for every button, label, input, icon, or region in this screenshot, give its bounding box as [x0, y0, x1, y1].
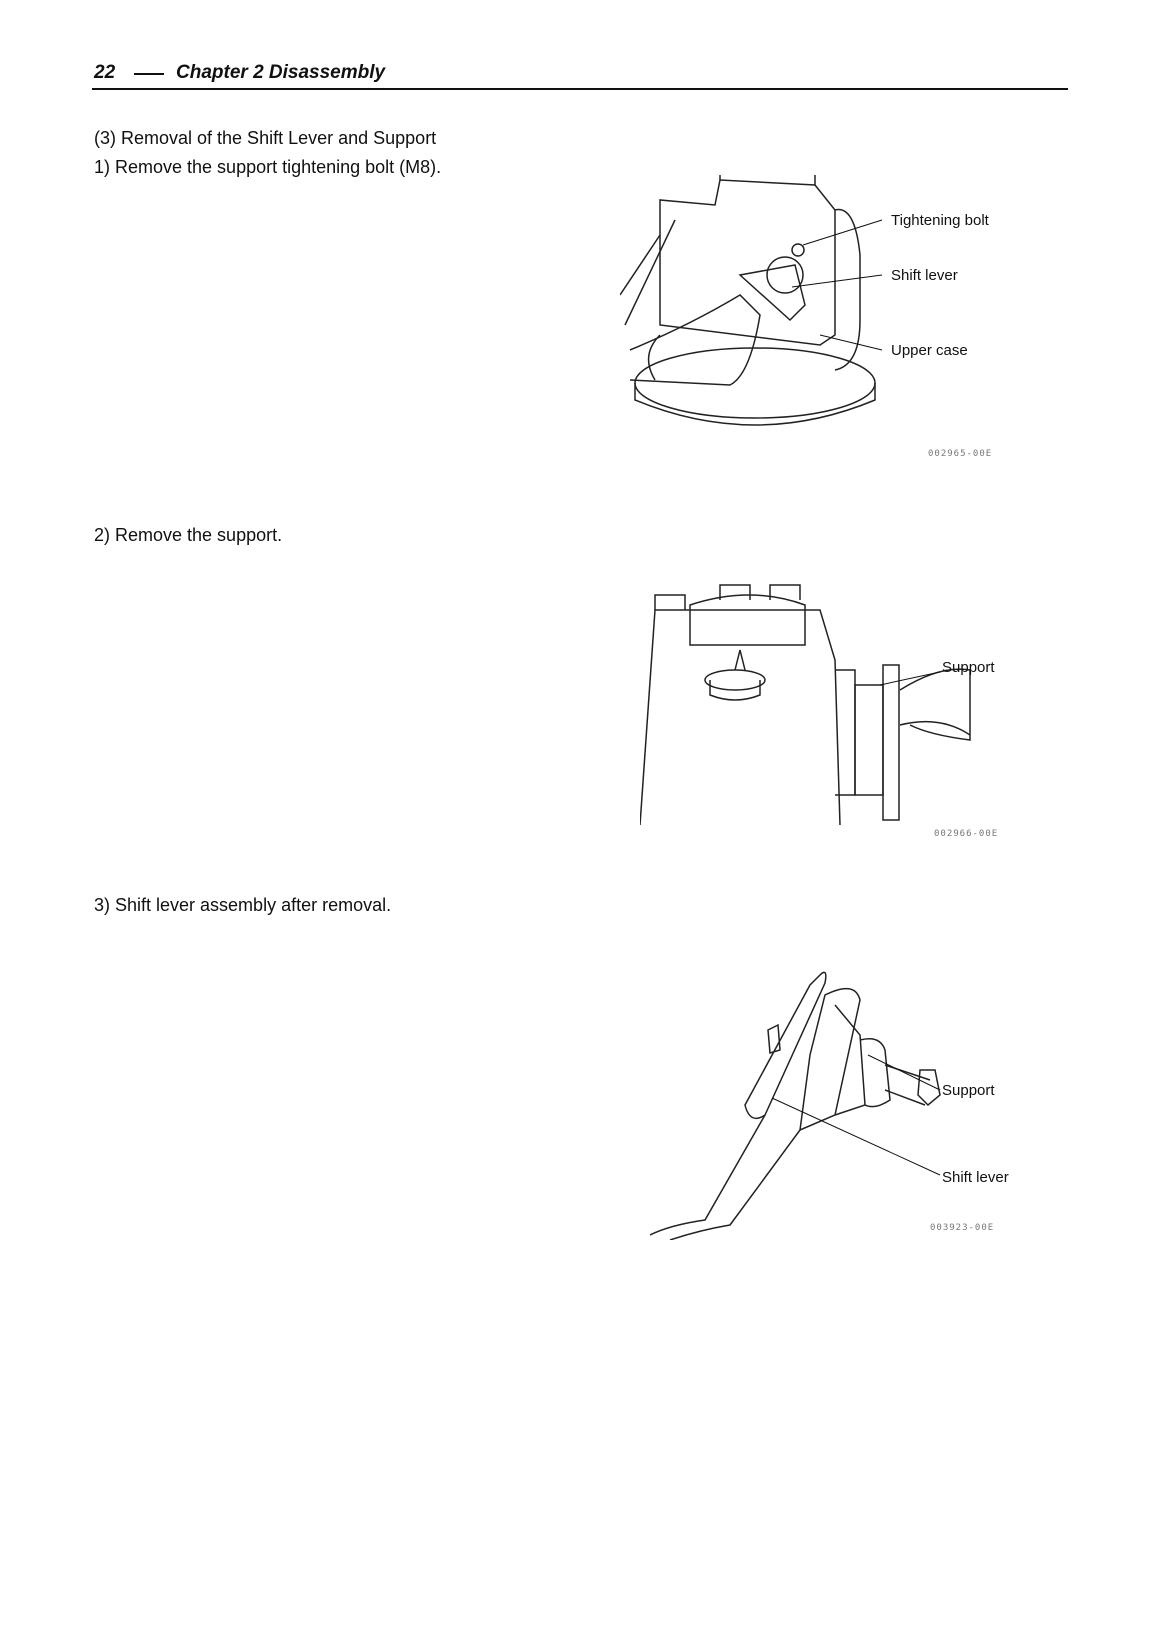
page-number: 22 — [94, 62, 116, 83]
step-2: 2) Remove the support. — [94, 525, 283, 545]
page-header: 22 Chapter 2 Disassembly — [92, 58, 1068, 90]
figure-code: 003923-00E — [930, 1223, 995, 1233]
chapter-title: Chapter 2 Disassembly — [176, 62, 386, 83]
upper-case-illustration — [620, 175, 883, 426]
callout-upper-case: Upper case — [891, 342, 968, 359]
figure-1-upper-case: Tightening bolt Shift lever Upper case 0… — [620, 175, 1040, 460]
step-3: 3) Shift lever assembly after removal. — [94, 895, 392, 915]
figure-code: 002965-00E — [928, 449, 993, 459]
callout-shift-lever: Shift lever — [942, 1169, 1009, 1186]
figure-code: 002966-00E — [934, 829, 999, 839]
section-title: (3) Removal of the Shift Lever and Suppo… — [94, 128, 437, 148]
figure-3-shift-lever-assembly: Support Shift lever 003923-00E — [650, 955, 1030, 1240]
callout-tightening-bolt: Tightening bolt — [891, 212, 989, 229]
header-dash — [134, 73, 164, 75]
callout-support: Support — [942, 1082, 995, 1099]
step-1: 1) Remove the support tightening bolt (M… — [94, 157, 442, 177]
shift-lever-assembly-illustration — [650, 971, 941, 1240]
support-removal-illustration — [640, 584, 971, 826]
callout-shift-lever: Shift lever — [891, 267, 958, 284]
figure-2-support: Support 002966-00E — [640, 560, 1050, 855]
callout-support: Support — [942, 659, 995, 676]
